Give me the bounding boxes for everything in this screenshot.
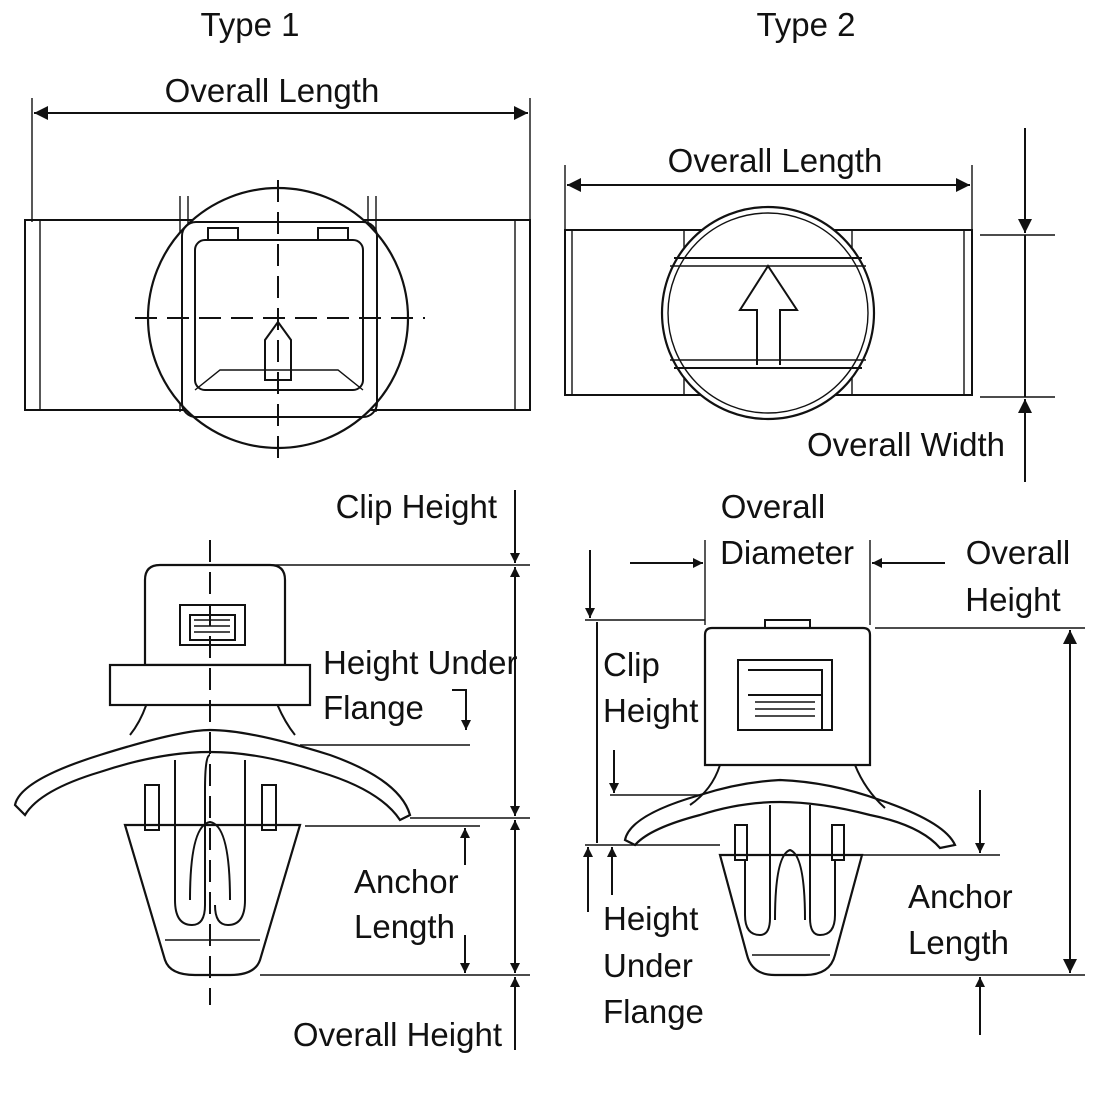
type2-overall-diameter-label-2: Diameter	[720, 534, 854, 571]
type1-side-view: Clip Height Height Under Flange Anchor L…	[13, 488, 530, 1053]
type2-clip-height-label-1: Clip	[603, 646, 660, 683]
type2-anchor-length-label-1: Anchor	[908, 878, 1013, 915]
type2-anchor-length-label-2: Length	[908, 924, 1009, 961]
type2-height-under-flange-label-2: Under	[603, 947, 693, 984]
type2-height-under-flange-label-1: Height	[603, 900, 698, 937]
direction-arrow-icon	[738, 264, 799, 365]
type1-clip-height-label: Clip Height	[336, 488, 497, 525]
type1-overall-height-label: Overall Height	[293, 1016, 502, 1053]
type1-height-under-flange-label-1: Height Under	[323, 644, 517, 681]
type2-overall-height-label-1: Overall	[966, 534, 1071, 571]
type1-height-under-flange-label-2: Flange	[323, 689, 424, 726]
type1-anchor-length-label-1: Anchor	[354, 863, 459, 900]
type1-top-view: Overall Length	[24, 72, 531, 462]
type2-overall-height-label-2: Height	[965, 581, 1060, 618]
type2-side-view: Overall Diameter Overall Height Clip Hei…	[583, 488, 1085, 1035]
type2-overall-length-label: Overall Length	[668, 142, 883, 179]
type2-top-view: Overall Length Overall Width	[564, 128, 1055, 482]
type1-overall-length-label: Overall Length	[165, 72, 380, 109]
type2-overall-width-label: Overall Width	[807, 426, 1005, 463]
type1-title: Type 1	[200, 6, 299, 43]
type2-overall-diameter-label-1: Overall	[721, 488, 826, 525]
type2-clip-height-label-2: Height	[603, 692, 698, 729]
type1-anchor-length-label-2: Length	[354, 908, 455, 945]
type2-height-under-flange-label-3: Flange	[603, 993, 704, 1030]
type2-title: Type 2	[756, 6, 855, 43]
